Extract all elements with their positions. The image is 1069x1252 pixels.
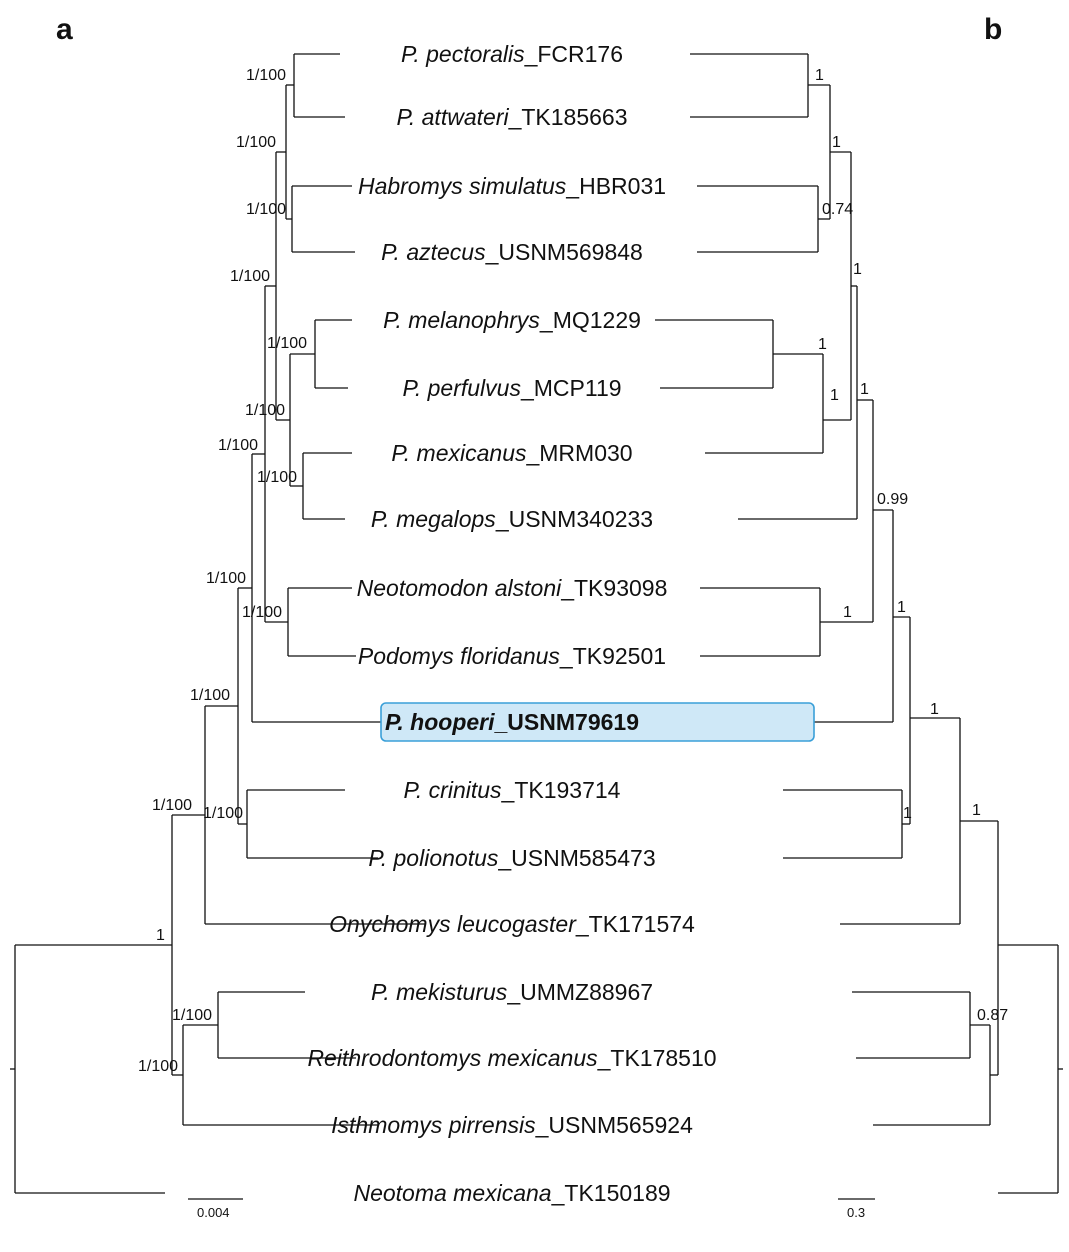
taxon-label: Neotoma mexicana_TK150189 [353, 1180, 670, 1206]
taxon-label: Isthmomys pirrensis_USNM565924 [331, 1112, 693, 1138]
support-value-a: 1/100 [242, 604, 282, 621]
taxon-label: P. polionotus_USNM585473 [368, 845, 655, 871]
support-value-b: 0.99 [877, 491, 908, 508]
support-value-a: 1/100 [236, 134, 276, 151]
taxon-voucher: _TK171574 [575, 911, 695, 937]
taxon-label: P. attwateri_TK185663 [396, 104, 627, 130]
taxon-voucher: _TK93098 [560, 575, 667, 601]
taxon-label: P. mekisturus_UMMZ88967 [371, 979, 653, 1005]
support-value-b: 0.87 [977, 1007, 1008, 1024]
taxon-genus: Neotoma mexicana [353, 1180, 551, 1206]
support-value-a: 1/100 [138, 1058, 178, 1075]
taxon-label: Podomys floridanus_TK92501 [358, 643, 666, 669]
support-value-a: 1/100 [172, 1007, 212, 1024]
support-value-a: 1/100 [206, 570, 246, 587]
taxon-genus: Neotomodon alstoni [357, 575, 562, 601]
taxon-label: P. hooperi_USNM79619 [385, 709, 639, 735]
support-value-b: 1 [903, 805, 912, 822]
support-value-a: 1/100 [152, 797, 192, 814]
taxon-label: P. megalops_USNM340233 [371, 506, 653, 532]
taxon-voucher: _USNM585473 [497, 845, 655, 871]
panel-label-a: a [56, 13, 73, 46]
taxon-voucher: _TK178510 [597, 1045, 717, 1071]
taxon-label: Reithrodontomys mexicanus_TK178510 [307, 1045, 716, 1071]
taxon-genus: Onychomys leucogaster [329, 911, 577, 937]
support-value-b: 1 [930, 701, 939, 718]
taxon-label: P. crinitus_TK193714 [404, 777, 621, 803]
taxon-voucher: _USNM340233 [495, 506, 653, 532]
taxon-genus: P. megalops [371, 506, 496, 532]
taxon-voucher: _MRM030 [525, 440, 632, 466]
taxon-label: P. aztecus_USNM569848 [381, 239, 643, 265]
tree-edges [10, 53, 1063, 1194]
taxon-genus: P. mekisturus [371, 979, 508, 1005]
support-value-b: 1 [830, 387, 839, 404]
support-value-a: 1/100 [230, 268, 270, 285]
support-value-b: 1 [832, 134, 841, 151]
taxon-label: Neotomodon alstoni_TK93098 [357, 575, 668, 601]
taxon-voucher: _HBR031 [565, 173, 666, 199]
taxon-label: P. melanophrys_MQ1229 [383, 307, 641, 333]
support-value-a: 1/100 [218, 437, 258, 454]
support-value-b: 1 [815, 67, 824, 84]
taxon-label: P. perfulvus_MCP119 [402, 375, 621, 401]
taxon-genus: P. melanophrys [383, 307, 540, 333]
support-value-b: 1 [860, 381, 869, 398]
taxon-genus: P. pectoralis [401, 41, 525, 67]
taxon-genus: P. polionotus [368, 845, 499, 871]
taxon-labels: P. pectoralis_FCR176 P. attwateri_TK18566… [307, 41, 716, 1206]
support-value-b: 1 [818, 336, 827, 353]
taxon-voucher: _FCR176 [524, 41, 623, 67]
support-value-a: 1/100 [257, 469, 297, 486]
taxon-voucher: _UMMZ88967 [506, 979, 653, 1005]
support-values: 1/100 1/100 1/100 1/100 1/100 1/100 1/100 1/100… [138, 67, 1008, 1075]
support-value-a: 1/100 [246, 67, 286, 84]
scale-label-b: 0.3 [847, 1205, 865, 1220]
support-value-b: 1 [897, 599, 906, 616]
taxon-label: P. pectoralis_FCR176 [401, 41, 623, 67]
support-value-a: 1/100 [267, 335, 307, 352]
support-value-b: 1 [843, 604, 852, 621]
support-value-a: 1 [156, 927, 165, 944]
taxon-genus: P. hooperi [385, 709, 495, 735]
support-value-a: 1/100 [203, 805, 243, 822]
taxon-voucher: _TK92501 [559, 643, 666, 669]
taxon-label: Onychomys leucogaster_TK171574 [329, 911, 695, 937]
taxon-label: P. mexicanus_MRM030 [391, 440, 632, 466]
taxon-genus: Reithrodontomys mexicanus [307, 1045, 598, 1071]
support-value-b: 0.74 [822, 201, 853, 218]
taxon-genus: P. mexicanus [391, 440, 527, 466]
support-value-a: 1/100 [245, 402, 285, 419]
taxon-voucher: _USNM79619 [494, 709, 639, 735]
taxon-voucher: _MQ1229 [539, 307, 641, 333]
taxon-genus: Podomys floridanus [358, 643, 560, 669]
taxon-genus: P. perfulvus [402, 375, 521, 401]
taxon-genus: P. crinitus [404, 777, 503, 803]
taxon-genus: Habromys simulatus [358, 173, 567, 199]
highlight-box [380, 702, 815, 742]
taxon-genus: Isthmomys pirrensis [331, 1112, 536, 1138]
taxon-voucher: _MCP119 [520, 375, 622, 401]
taxon-label: Habromys simulatus_HBR031 [358, 173, 666, 199]
taxon-genus: P. aztecus [381, 239, 486, 265]
taxon-voucher: _USNM569848 [485, 239, 643, 265]
panel-label-b: b [984, 13, 1002, 46]
taxon-voucher: _TK193714 [501, 777, 621, 803]
taxon-voucher: _TK150189 [551, 1180, 671, 1206]
taxon-genus: P. attwateri [396, 104, 509, 130]
support-value-b: 1 [972, 802, 981, 819]
support-value-b: 1 [853, 261, 862, 278]
taxon-voucher: _USNM565924 [535, 1112, 693, 1138]
support-value-a: 1/100 [246, 201, 286, 218]
taxon-voucher: _TK185663 [508, 104, 628, 130]
scale-label-a: 0.004 [197, 1205, 230, 1220]
support-value-a: 1/100 [190, 687, 230, 704]
